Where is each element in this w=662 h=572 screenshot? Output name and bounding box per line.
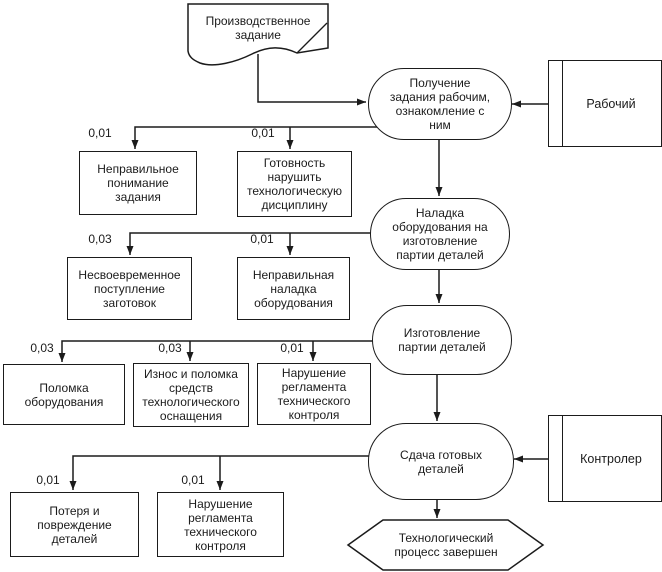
edge-step1-failure1 (131, 126, 380, 149)
process-step-manufacture-batch: Изготовление партии деталей (372, 305, 512, 375)
failure-label: Износ и поломка средств технологического… (142, 367, 240, 423)
edge-document-to-step1 (257, 54, 366, 106)
document-node: Производственное задание (190, 10, 326, 46)
probability-label: 0,01 (250, 232, 274, 246)
failure-box-late-blanks: Несвоевременное поступление заготовок (67, 257, 192, 320)
failure-box-loss-damage: Потеря и повреждение деталей (10, 492, 139, 557)
terminator-label: Технологический процесс завершен (394, 531, 498, 559)
probability-label: 0,01 (88, 126, 112, 140)
failure-box-equipment-breakdown: Поломка оборудования (3, 364, 125, 425)
probability-label: 0,03 (158, 341, 182, 355)
probability-label: 0,01 (36, 473, 60, 487)
failure-box-wrong-setup: Неправильная наладка оборудования (237, 257, 350, 320)
failure-label: Нарушение регламента технического контро… (277, 366, 351, 422)
failure-box-wrong-understanding: Неправильное понимание задания (79, 151, 197, 215)
probability-label: 0,03 (30, 341, 54, 355)
failure-label: Готовность нарушить технологическую дисц… (246, 156, 342, 212)
process-step-label: Сдача готовых деталей (400, 447, 482, 476)
actor-label: Рабочий (586, 96, 636, 111)
actor-label: Контролер (580, 451, 642, 466)
probability-label: 0,01 (181, 473, 205, 487)
edge-step4-failure1 (69, 455, 370, 490)
process-step-deliver-parts: Сдача готовых деталей (368, 423, 514, 500)
failure-label: Неправильное понимание задания (97, 162, 179, 204)
failure-box-control-violation-2: Нарушение регламента технического контро… (157, 492, 284, 557)
process-step-receive-task: Получение задания рабочим, ознакомление … (368, 68, 512, 140)
process-step-label: Изготовление партии деталей (398, 326, 486, 354)
failure-label: Несвоевременное поступление заготовок (78, 267, 181, 310)
failure-box-tooling-wear: Износ и поломка средств технологического… (133, 363, 249, 427)
terminator-node: Технологический процесс завершен (376, 524, 516, 566)
failure-label: Неправильная наладка оборудования (252, 267, 335, 310)
probability-label: 0,03 (88, 232, 112, 246)
failure-box-control-violation-1: Нарушение регламента технического контро… (257, 363, 371, 425)
failure-label: Нарушение регламента технического контро… (184, 496, 257, 553)
document-label: Производственное задание (205, 14, 311, 42)
document-fold-line (296, 22, 328, 54)
process-step-label: Наладка оборудования на изготовление пар… (392, 206, 488, 262)
process-step-setup-equipment: Наладка оборудования на изготовление пар… (370, 198, 510, 270)
process-step-label: Получение задания рабочим, ознакомление … (389, 76, 491, 132)
probability-label: 0,01 (251, 126, 275, 140)
failure-box-readiness-to-violate: Готовность нарушить технологическую дисц… (237, 151, 352, 217)
document-shape (187, 3, 329, 66)
probability-label: 0,01 (280, 341, 304, 355)
edge-step3-failure1 (58, 340, 374, 362)
failure-label: Поломка оборудования (24, 380, 104, 409)
actor-worker: Рабочий (548, 60, 662, 147)
failure-label: Потеря и повреждение деталей (37, 503, 112, 546)
edge-step2-failure1 (126, 232, 372, 255)
actor-controller: Контролер (548, 415, 662, 502)
terminator-shape (346, 519, 545, 571)
